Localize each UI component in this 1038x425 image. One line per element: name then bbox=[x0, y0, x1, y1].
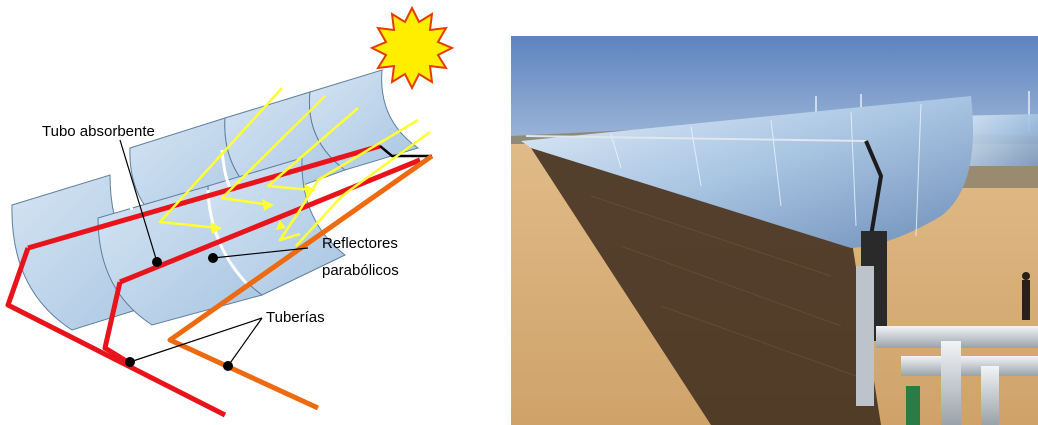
person-silhouette bbox=[1022, 272, 1030, 320]
trough-shadow bbox=[531, 148, 881, 425]
foreground-pipes bbox=[876, 326, 1038, 425]
far-row-base bbox=[951, 166, 1038, 188]
hot-pipes bbox=[5, 247, 227, 418]
label-reflectors-line1: Reflectores bbox=[322, 235, 398, 252]
absorber-tubes bbox=[27, 143, 421, 285]
label-leaders bbox=[119, 139, 309, 367]
label-absorber-tube: Tubo absorbente bbox=[42, 123, 155, 140]
sun-rays bbox=[158, 87, 431, 247]
collector-field-photo bbox=[511, 36, 1038, 425]
parabolic-reflectors bbox=[11, 69, 420, 331]
absorber-tube-marker bbox=[152, 257, 162, 267]
ray-arrowheads bbox=[210, 184, 316, 234]
cold-pipe-marker bbox=[223, 361, 233, 371]
parabolic-trough-diagram: Tubo absorbente Reflectores parabólicos … bbox=[5, 5, 455, 418]
main-trough-mirror bbox=[521, 96, 973, 248]
hot-pipe-marker bbox=[125, 357, 135, 367]
shadow-grid bbox=[590, 195, 857, 377]
reflector-marker bbox=[208, 253, 218, 263]
support-pylon bbox=[856, 231, 887, 406]
tube-connector bbox=[379, 145, 432, 158]
mirror-segment-lines bbox=[610, 103, 922, 237]
cold-pipe bbox=[167, 153, 434, 411]
photo-absorber-tube bbox=[525, 135, 867, 142]
label-pipes: Tuberías bbox=[266, 309, 325, 326]
label-reflectors-line2: parabólicos bbox=[322, 262, 399, 279]
support-arm bbox=[864, 140, 884, 237]
sun-icon bbox=[369, 5, 455, 91]
